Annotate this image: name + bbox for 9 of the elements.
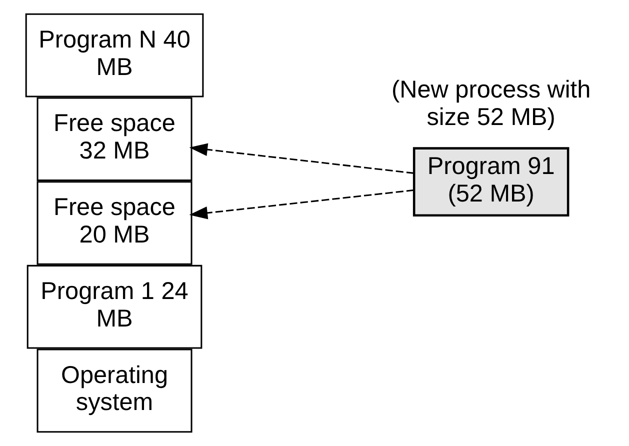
node-box: Program 91 (52 MB): [412, 147, 569, 217]
node-box: Operating system: [36, 348, 192, 433]
node-label: (New process with size 52 MB): [391, 76, 590, 132]
node-box: Program 1 24 MB: [26, 264, 202, 349]
node-box: Free space 20 MB: [36, 181, 192, 265]
node-box: Free space 32 MB: [36, 97, 192, 182]
arrow: [188, 189, 414, 220]
node-box: Program N 40 MB: [24, 13, 204, 98]
arrow: [188, 143, 414, 174]
